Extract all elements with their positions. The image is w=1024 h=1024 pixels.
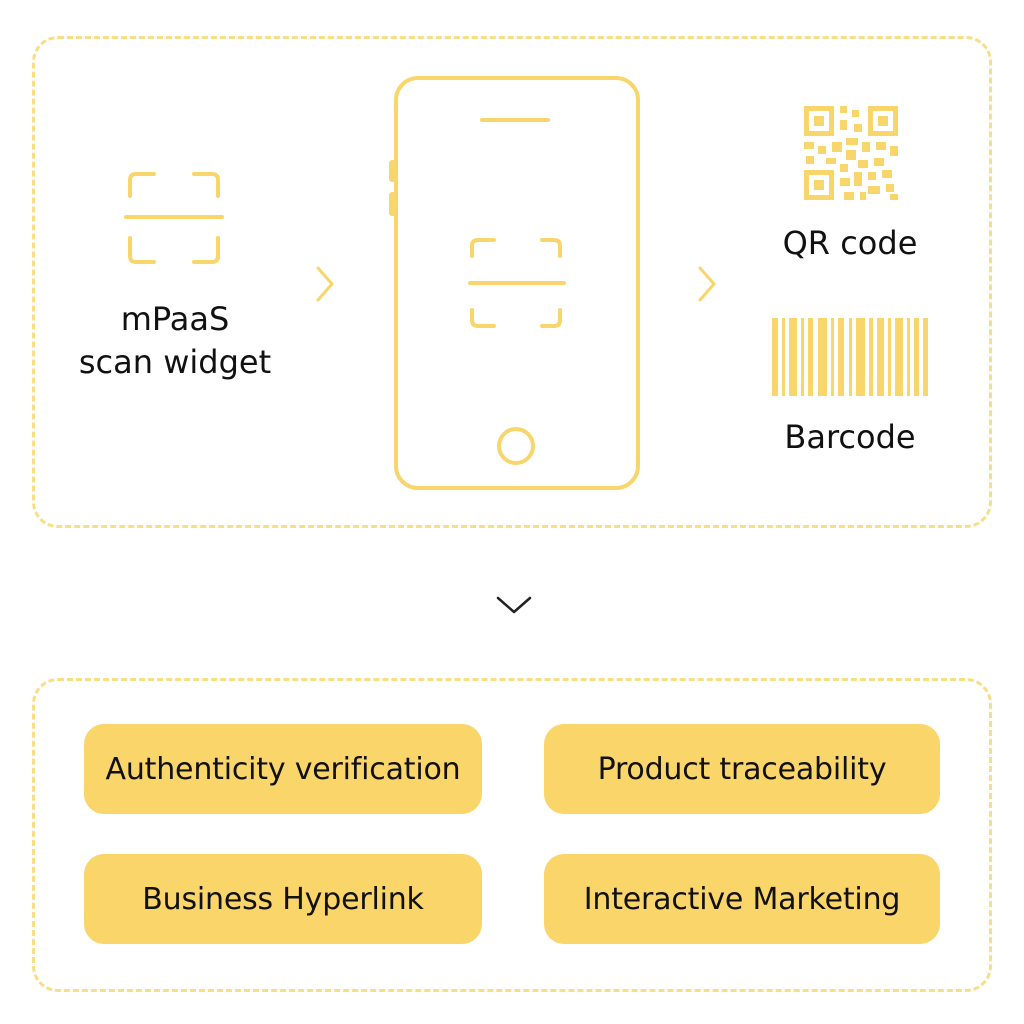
- use-cases-panel: [32, 678, 992, 992]
- scan-flow-panel: [32, 36, 992, 528]
- use-case-business-hyperlink: Business Hyperlink: [84, 854, 482, 944]
- barcode-icon: [772, 318, 928, 396]
- smartphone-icon: [389, 76, 640, 490]
- barcode-label: Barcode: [784, 418, 916, 456]
- use-case-interactive-marketing: Interactive Marketing: [544, 854, 940, 944]
- chevron-right-icon: [698, 266, 716, 302]
- use-case-authenticity-verification: Authenticity verification: [84, 724, 482, 814]
- qr-code-label: QR code: [782, 224, 918, 262]
- use-case-product-traceability: Product traceability: [544, 724, 940, 814]
- chevron-down-icon: [496, 596, 532, 614]
- scan-widget-label: mPaaS scan widget: [78, 300, 272, 381]
- phone-screen-scan-frame: [468, 238, 566, 328]
- chevron-right-icon: [316, 266, 334, 302]
- qr-code-icon: [804, 106, 898, 200]
- scan-frame-icon: [124, 172, 224, 264]
